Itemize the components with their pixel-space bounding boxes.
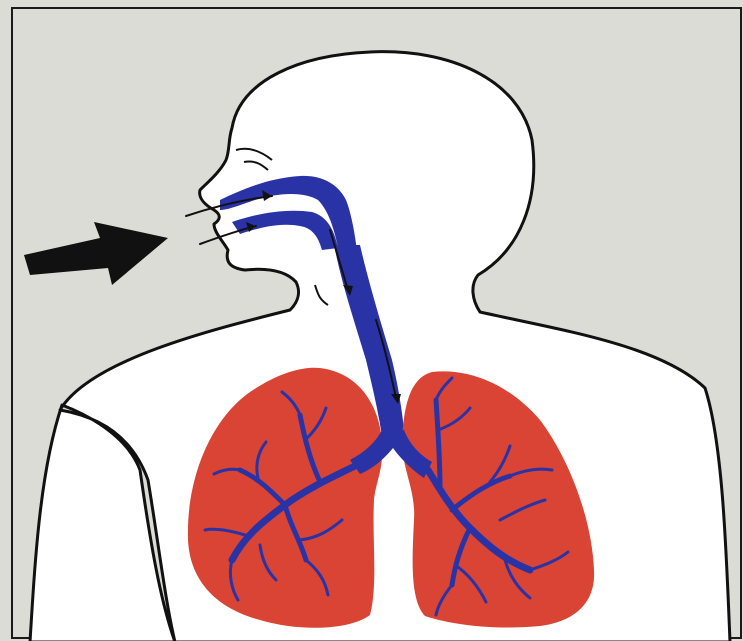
respiratory-diagram [0,0,743,641]
